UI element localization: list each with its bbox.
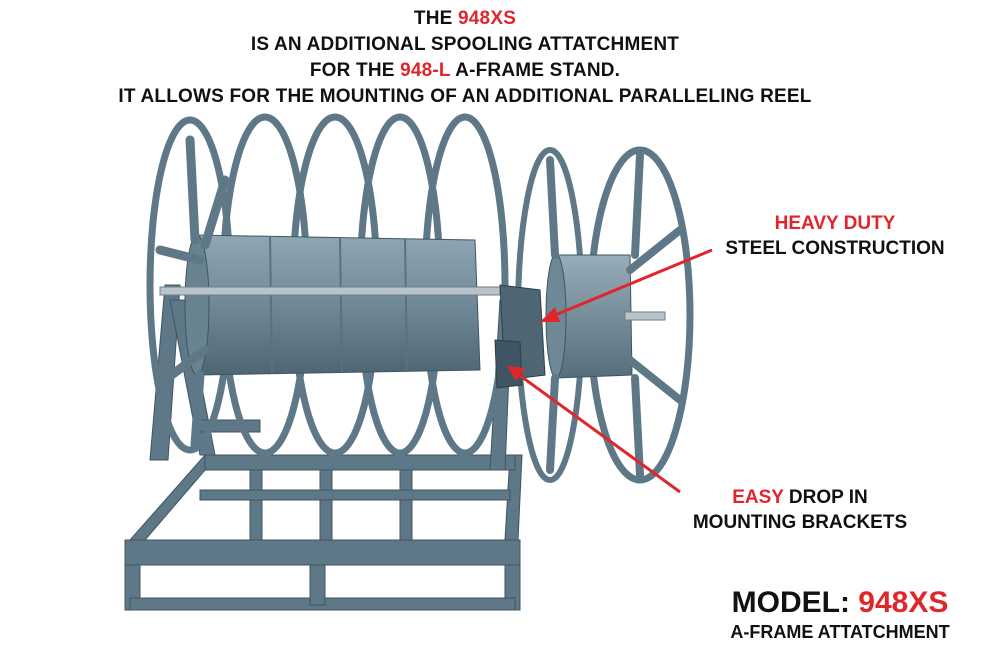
model-block: MODEL: 948XS A-FRAME ATTATCHMENT xyxy=(700,585,980,643)
headline-line-4: IT ALLOWS FOR THE MOUNTING OF AN ADDITIO… xyxy=(118,86,812,107)
main-reel-spokes xyxy=(155,135,230,450)
headline-line-3: FOR THE 948-L A-FRAME STAND. xyxy=(309,60,621,81)
callout-easy-line-2: MOUNTING BRACKETS xyxy=(692,512,908,533)
main-reel-drum xyxy=(159,234,501,376)
headline: THE 948XS IS AN ADDITIONAL SPOOLING ATTA… xyxy=(0,6,930,110)
stand-model-highlight: 948-L xyxy=(400,60,451,81)
callout-heavy-duty-text: STEEL CONSTRUCTION xyxy=(725,238,945,259)
attachment-reel xyxy=(515,146,694,484)
callout-heavy-duty-highlight: HEAVY DUTY xyxy=(774,213,896,234)
headline-line-2: IS AN ADDITIONAL SPOOLING ATTATCHMENT xyxy=(250,34,680,55)
callout-easy-drop: EASY DROP IN MOUNTING BRACKETS xyxy=(650,485,950,535)
callout-arrows xyxy=(507,248,713,494)
a-frame-base xyxy=(124,454,523,611)
model-highlight: 948XS xyxy=(458,8,517,29)
model-title: MODEL: 948XS xyxy=(731,586,949,619)
callout-easy-line-1: EASY DROP IN xyxy=(732,487,868,508)
mounting-bracket xyxy=(494,284,546,389)
model-subtitle: A-FRAME ATTATCHMENT xyxy=(730,622,950,642)
headline-line-1: THE 948XS xyxy=(413,8,517,29)
callout-heavy-duty: HEAVY DUTY STEEL CONSTRUCTION xyxy=(700,211,970,261)
